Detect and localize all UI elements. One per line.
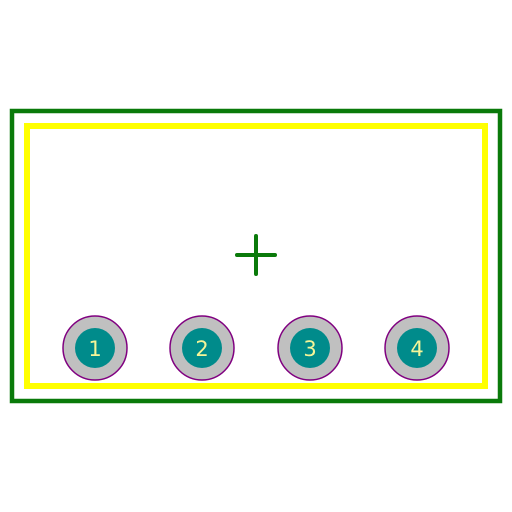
courtyard-outline [9, 108, 503, 404]
pad-label: 4 [410, 337, 423, 361]
pad: 3 [277, 315, 343, 381]
pad-drill [182, 328, 222, 368]
pad: 2 [169, 315, 235, 381]
pad-drill [290, 328, 330, 368]
pad-drill [75, 328, 115, 368]
pad-drill [397, 328, 437, 368]
pad: 1 [62, 315, 128, 381]
pad-label: 3 [303, 337, 316, 361]
pad-label: 2 [195, 337, 208, 361]
pad: 4 [384, 315, 450, 381]
pad-label: 1 [88, 337, 101, 361]
silkscreen-outline [24, 123, 488, 389]
origin-cross-icon [235, 234, 277, 276]
